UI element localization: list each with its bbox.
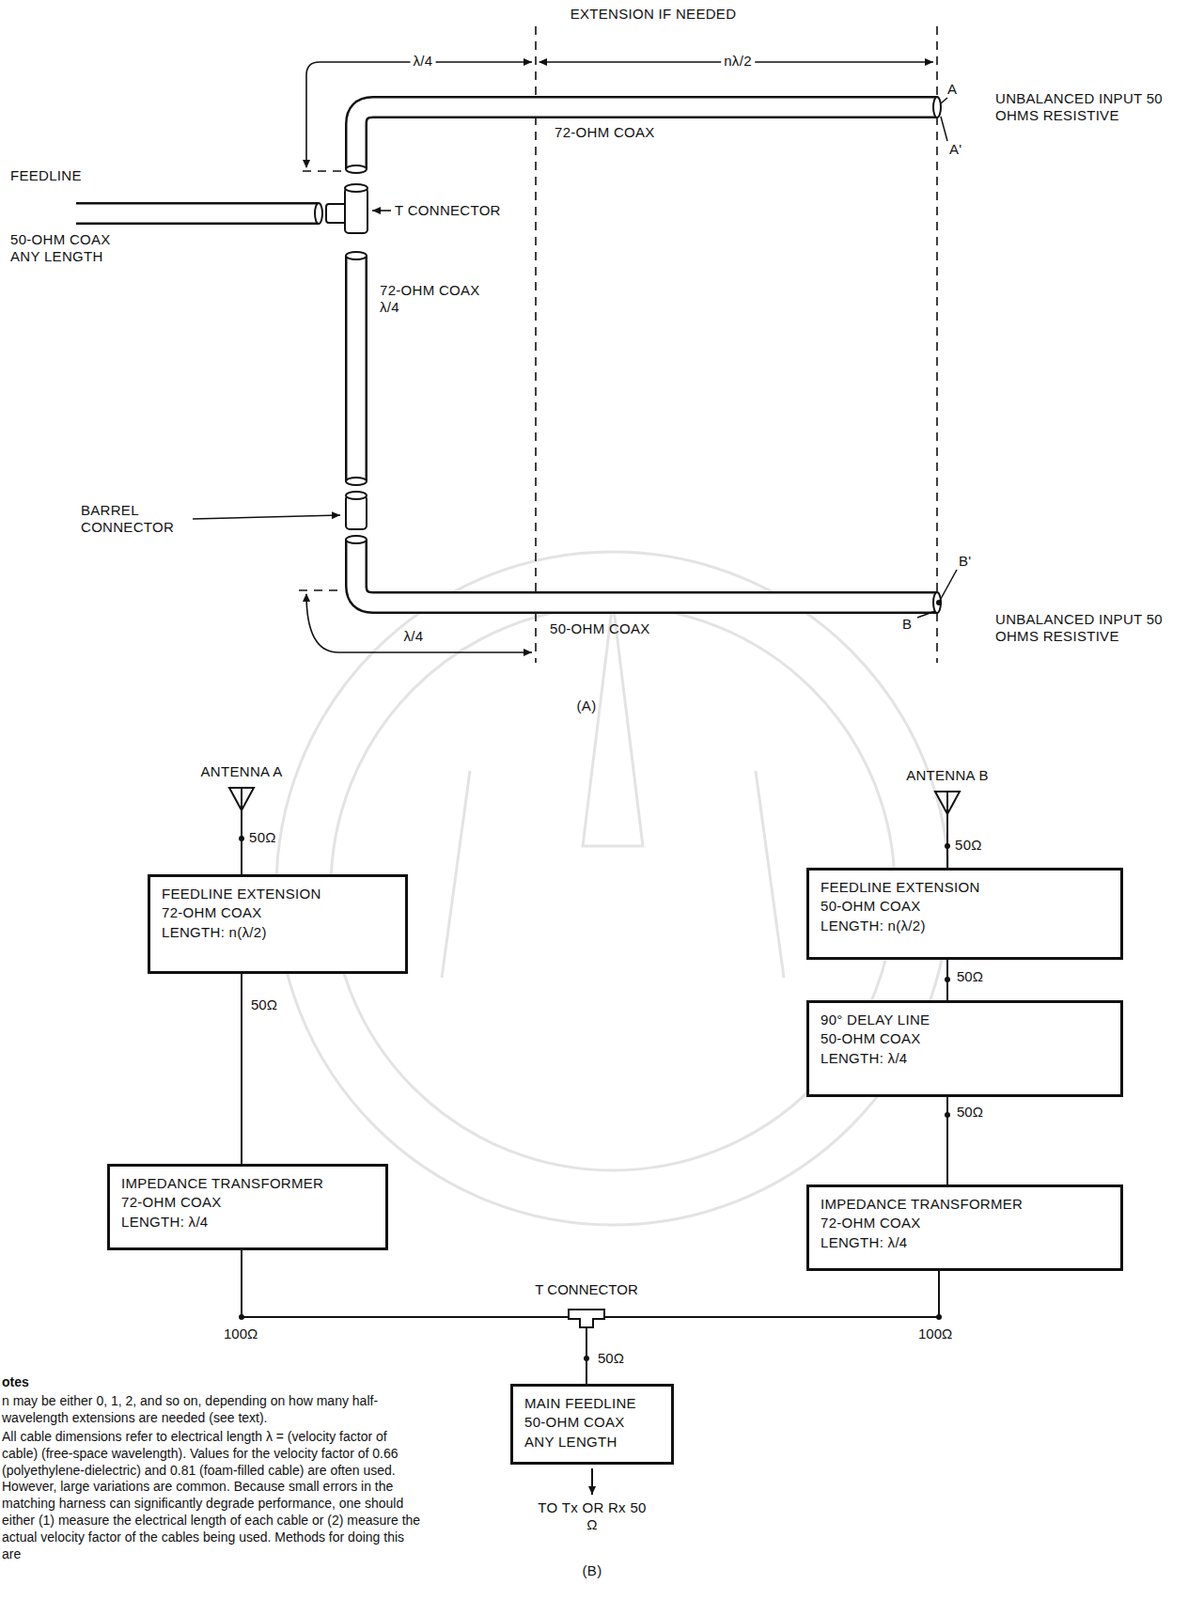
process-box: FEEDLINE EXTENSION72-OHM COAXLENGTH: n(λ… bbox=[147, 874, 408, 974]
box-text: LENGTH: λ/4 bbox=[820, 1233, 1110, 1252]
box-text: LENGTH: n(λ/2) bbox=[820, 916, 1110, 936]
part-label: 72-OHM COAX bbox=[554, 124, 656, 141]
process-box: FEEDLINE EXTENSION50-OHM COAXLENGTH: n(λ… bbox=[806, 867, 1124, 960]
note-text: All cable dimensions refer to electrical… bbox=[1, 1428, 422, 1564]
impedance-label: 50Ω bbox=[954, 1103, 985, 1120]
box-text: 72-OHM COAX bbox=[820, 1213, 1110, 1233]
part-label: TO Tx OR Rx 50 Ω bbox=[535, 1499, 649, 1533]
box-text: T CONNECTOR bbox=[530, 1281, 643, 1298]
connector-line bbox=[240, 973, 243, 1164]
box-text: 50-OHM COAX bbox=[820, 896, 1110, 916]
impedance-label: 100Ω bbox=[916, 1325, 954, 1342]
notes-block: otesn may be either 0, 1, 2, and so on, … bbox=[1, 1374, 422, 1565]
t-connector bbox=[326, 184, 368, 234]
part-label: UNBALANCED INPUT 50 OHMS RESISTIVE bbox=[995, 90, 1165, 125]
part-label: nλ/2 bbox=[720, 52, 755, 70]
coax-cable bbox=[76, 107, 938, 603]
connector-line bbox=[605, 1270, 939, 1317]
box-text: 72-OHM COAX bbox=[161, 903, 394, 923]
cable-end bbox=[314, 96, 941, 613]
part-label: BARREL CONNECTOR bbox=[80, 501, 192, 536]
box-text: 50-OHM COAX bbox=[820, 1029, 1110, 1048]
part-label: 72-OHM COAX λ/4 bbox=[379, 281, 493, 316]
dimension-arrow bbox=[306, 62, 934, 653]
box-text: LENGTH: λ/4 bbox=[820, 1048, 1110, 1068]
part-label: 50Ω bbox=[954, 836, 983, 854]
box-text: 50-OHM COAX bbox=[524, 1412, 660, 1432]
part-label: (A) bbox=[577, 697, 597, 715]
process-box: MAIN FEEDLINE50-OHM COAXANY LENGTH bbox=[510, 1383, 674, 1465]
part-label: A bbox=[947, 80, 957, 98]
box-text: FEEDLINE EXTENSION bbox=[820, 877, 1110, 897]
process-box: IMPEDANCE TRANSFORMER72-OHM COAXLENGTH: … bbox=[806, 1184, 1124, 1271]
part-label: 50Ω bbox=[249, 828, 277, 846]
part-label: FEEDLINE bbox=[10, 167, 82, 185]
junction-dot bbox=[238, 835, 245, 842]
output-arrow bbox=[591, 1468, 594, 1495]
reference-line bbox=[298, 26, 938, 663]
part-label: B' bbox=[958, 552, 971, 570]
box-text: LENGTH: λ/4 bbox=[121, 1212, 375, 1232]
part-label: ANTENNA A bbox=[201, 763, 283, 781]
note-text: n may be either 0, 1, 2, and so on, depe… bbox=[1, 1392, 422, 1427]
leader-line bbox=[372, 209, 391, 212]
box-text: IMPEDANCE TRANSFORMER bbox=[820, 1194, 1110, 1214]
t-connector-node: T CONNECTOR bbox=[567, 1305, 606, 1329]
impedance-label: 50Ω bbox=[595, 1349, 626, 1366]
part-label: UNBALANCED INPUT 50 OHMS RESISTIVE bbox=[995, 610, 1165, 645]
box-text: IMPEDANCE TRANSFORMER bbox=[121, 1173, 375, 1193]
connector-line bbox=[946, 959, 949, 1001]
part-label: EXTENSION IF NEEDED bbox=[570, 5, 737, 23]
box-text: MAIN FEEDLINE bbox=[524, 1393, 660, 1413]
note-text: otes bbox=[1, 1374, 422, 1392]
part-label: λ/4 bbox=[410, 52, 437, 70]
t-connector-outline bbox=[568, 1309, 605, 1328]
part-label: ANTENNA B bbox=[906, 766, 989, 784]
terminal-leader bbox=[917, 97, 957, 618]
barrel-connector bbox=[345, 491, 367, 530]
part-label: B bbox=[902, 615, 912, 633]
box-text: 90° DELAY LINE bbox=[820, 1010, 1110, 1030]
process-box: 90° DELAY LINE50-OHM COAXLENGTH: λ/4 bbox=[806, 1000, 1124, 1097]
terminal-dot bbox=[936, 599, 942, 606]
impedance-label: 50Ω bbox=[249, 996, 280, 1013]
connector-line bbox=[946, 1096, 949, 1185]
part-label: 50-OHM COAX bbox=[549, 620, 651, 638]
impedance-label: 50Ω bbox=[954, 968, 985, 985]
box-text: 72-OHM COAX bbox=[121, 1192, 375, 1212]
part-label: T CONNECTOR bbox=[394, 202, 501, 219]
leader-line bbox=[192, 515, 341, 519]
impedance-label: 100Ω bbox=[221, 1325, 260, 1342]
part-label: 50-OHM COAX ANY LENGTH bbox=[10, 231, 128, 266]
part-label: λ/4 bbox=[404, 627, 424, 645]
box-text: ANY LENGTH bbox=[524, 1432, 660, 1452]
process-box: IMPEDANCE TRANSFORMER72-OHM COAXLENGTH: … bbox=[107, 1163, 389, 1251]
t-connector-shape bbox=[567, 1305, 606, 1329]
connector-line bbox=[241, 1250, 568, 1317]
connector-line bbox=[585, 1328, 588, 1384]
box-text: FEEDLINE EXTENSION bbox=[161, 884, 394, 904]
junction-dot bbox=[944, 843, 951, 849]
part-label: (B) bbox=[582, 1562, 603, 1579]
box-text: LENGTH: n(λ/2) bbox=[161, 922, 394, 942]
antenna-symbol bbox=[229, 787, 960, 875]
part-label: A' bbox=[949, 140, 962, 158]
